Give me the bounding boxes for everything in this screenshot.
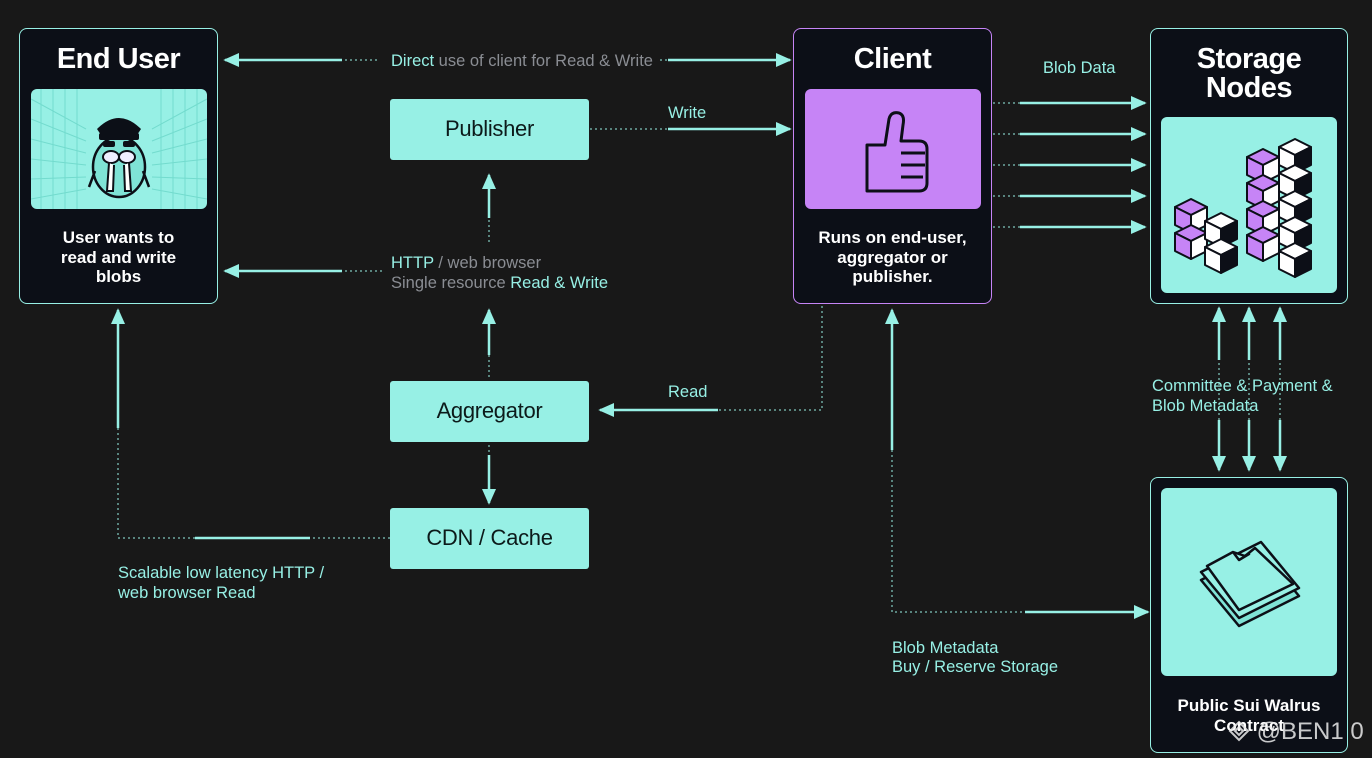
end-user-title: End User bbox=[56, 43, 181, 75]
http-label-b: / web browser bbox=[433, 254, 542, 272]
end-user-illustration bbox=[31, 89, 207, 209]
single-resource-label-a: Single resource bbox=[391, 274, 511, 292]
watermark-text: @BEN1 0 bbox=[1256, 718, 1364, 745]
thumbs-up-icon bbox=[865, 111, 929, 193]
client-caption: Runs on end-user, aggregator or publishe… bbox=[818, 228, 967, 286]
layers-icon bbox=[1199, 540, 1301, 628]
client-illustration bbox=[805, 89, 981, 209]
http-label: HTTP / web browser bbox=[391, 253, 541, 273]
single-resource-label-b: Read & Write bbox=[510, 274, 609, 292]
publisher-node: Publisher bbox=[390, 99, 589, 160]
sui-contract-illustration bbox=[1161, 488, 1337, 676]
direct-use-label-a: Direct bbox=[391, 52, 435, 70]
end-user-caption: User wants to read and write blobs bbox=[60, 228, 177, 286]
write-label: Write bbox=[668, 104, 707, 122]
end-user-card: End User User wants to read and write bl… bbox=[19, 28, 218, 304]
watermark: @BEN1 0 bbox=[1228, 718, 1364, 746]
aggregator-node: Aggregator bbox=[390, 381, 589, 442]
client-title: Client bbox=[853, 43, 932, 75]
sui-contract-caption: Public Sui Walrus Contract bbox=[1177, 696, 1321, 735]
blob-data-label: Blob Data bbox=[1043, 59, 1116, 77]
scalable-label-line1: Scalable low latency HTTP / bbox=[118, 564, 325, 582]
storage-nodes-illustration bbox=[1161, 117, 1337, 293]
cdn-cache-node: CDN / Cache bbox=[390, 508, 589, 569]
direct-use-label: Direct use of client for Read & Write bbox=[391, 51, 653, 71]
direct-use-label-b: use of client for Read & Write bbox=[434, 52, 653, 70]
sui-contract-card: Public Sui Walrus Contract bbox=[1150, 477, 1348, 753]
binance-logo-icon bbox=[1228, 720, 1250, 742]
committee-label-line1: Committee & Payment & bbox=[1152, 377, 1333, 395]
client-card: Client Runs on end-user, aggregator or p… bbox=[793, 28, 992, 304]
read-label: Read bbox=[668, 383, 708, 401]
http-label-a: HTTP bbox=[391, 254, 434, 272]
blob-metadata-label-line2: Buy / Reserve Storage bbox=[892, 658, 1058, 676]
committee-label-line2: Blob Metadata bbox=[1152, 397, 1259, 415]
cubes-icon bbox=[1174, 138, 1312, 278]
single-resource-label: Single resource Read & Write bbox=[391, 273, 608, 293]
blob-metadata-label-line1: Blob Metadata bbox=[892, 639, 999, 657]
walrus-icon bbox=[31, 89, 207, 209]
storage-nodes-title: Storage Nodes bbox=[1196, 43, 1302, 104]
scalable-label-line2: web browser Read bbox=[118, 584, 256, 602]
storage-nodes-card: Storage Nodes bbox=[1150, 28, 1348, 304]
